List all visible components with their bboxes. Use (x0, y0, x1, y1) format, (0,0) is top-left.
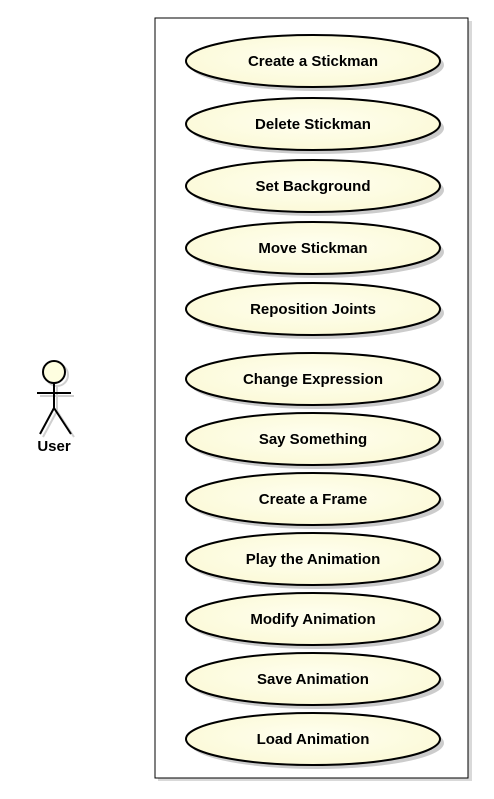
use-case-ellipse (185, 472, 441, 526)
actor-user: User (37, 360, 75, 455)
use-case-say-something: Say Something (185, 412, 444, 469)
use-case-ellipse (185, 412, 441, 466)
use-case-set-background: Set Background (185, 159, 444, 216)
use-case-ellipse (185, 282, 441, 336)
use-case-load-animation: Load Animation (185, 712, 444, 769)
use-case-ellipse (185, 352, 441, 406)
use-case-label: Create a Frame (259, 491, 367, 508)
use-case-label: Load Animation (257, 731, 370, 748)
use-case-ellipse (185, 652, 441, 706)
use-case-label: Create a Stickman (248, 53, 378, 70)
use-case-label: Change Expression (243, 371, 383, 388)
use-case-label: Modify Animation (250, 611, 375, 628)
actor-label: User (37, 438, 71, 455)
use-case-ellipse (185, 532, 441, 586)
use-case-ellipse (185, 592, 441, 646)
use-case-ellipse (185, 221, 441, 275)
use-case-change-expression: Change Expression (185, 352, 444, 409)
use-case-create-a-stickman: Create a Stickman (185, 34, 444, 91)
use-case-modify-animation: Modify Animation (185, 592, 444, 649)
use-case-label: Delete Stickman (255, 116, 371, 133)
use-case-ellipse (185, 159, 441, 213)
use-case-ellipse (185, 34, 441, 88)
use-case-label: Set Background (255, 178, 370, 195)
use-case-ellipse (185, 97, 441, 151)
use-case-label: Reposition Joints (250, 301, 376, 318)
use-case-reposition-joints: Reposition Joints (185, 282, 444, 339)
stick-figure-icon (37, 360, 72, 435)
use-case-save-animation: Save Animation (185, 652, 444, 709)
use-case-label: Save Animation (257, 671, 369, 688)
use-case-create-a-frame: Create a Frame (185, 472, 444, 529)
use-case-label: Move Stickman (258, 240, 367, 257)
use-case-play-the-animation: Play the Animation (185, 532, 444, 589)
use-case-delete-stickman: Delete Stickman (185, 97, 444, 154)
use-case-move-stickman: Move Stickman (185, 221, 444, 278)
use-case-label: Say Something (259, 431, 367, 448)
use-case-label: Play the Animation (246, 551, 380, 568)
use-case-ellipse (185, 712, 441, 766)
